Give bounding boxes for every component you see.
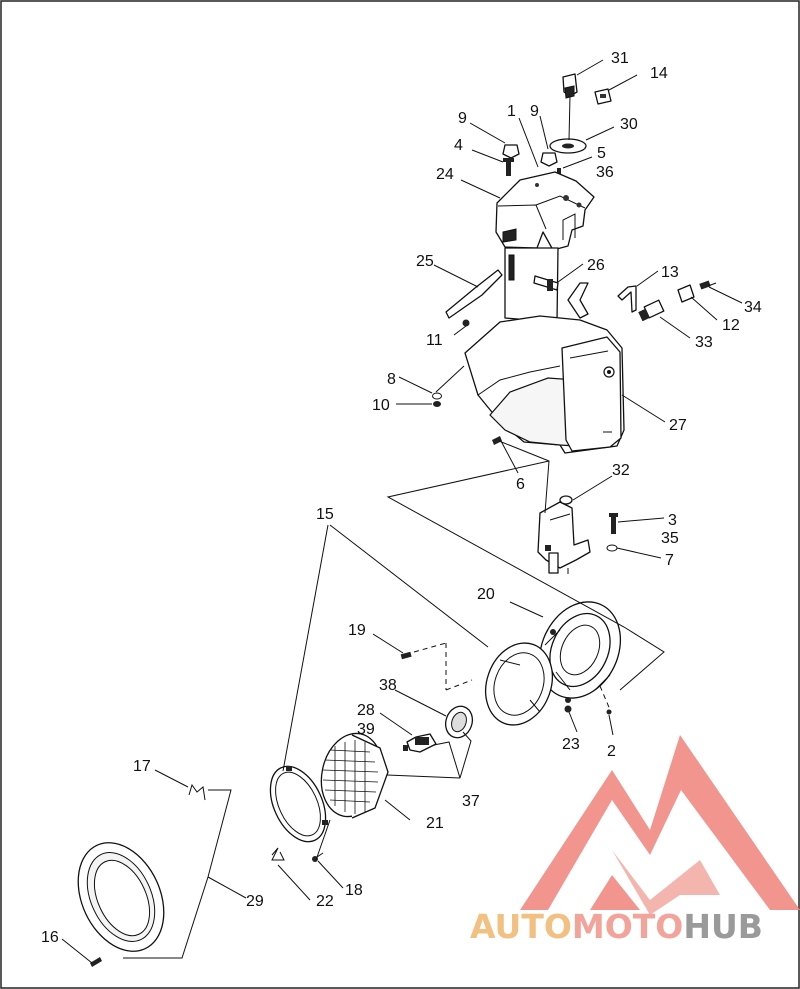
callout-33: 33	[695, 334, 713, 351]
bolt-3	[609, 513, 618, 534]
bulb-28-39	[403, 733, 437, 753]
callout-9-right: 9	[530, 103, 539, 120]
callout-2: 2	[607, 743, 616, 760]
callout-23: 23	[562, 736, 580, 753]
side-trim-right	[567, 282, 589, 319]
trim-strip-13	[617, 285, 637, 313]
washer-30	[549, 138, 587, 154]
callout-15: 15	[316, 506, 334, 523]
plate-12	[677, 284, 695, 303]
screw-4	[503, 158, 514, 176]
acorn-nut-9-left	[502, 144, 520, 159]
callout-38: 38	[379, 677, 397, 694]
callout-34: 34	[744, 299, 762, 316]
screw-19	[400, 651, 412, 660]
callout-8: 8	[387, 371, 396, 388]
upper-cover-24	[495, 171, 595, 251]
headlamp-housing-20	[538, 601, 622, 703]
callout-31: 31	[611, 50, 629, 67]
callout-16: 16	[41, 929, 59, 946]
callout-29: 29	[246, 893, 264, 910]
callout-14: 14	[650, 65, 668, 82]
callout-35: 35	[661, 530, 679, 547]
screw-2	[606, 709, 612, 715]
watermark-text: AUTOMOTOHUB	[470, 907, 763, 946]
washer-8-10	[432, 392, 442, 407]
callout-7: 7	[665, 552, 674, 569]
callout-3: 3	[668, 512, 677, 529]
callout-22: 22	[316, 893, 334, 910]
callout-20: 20	[477, 586, 495, 603]
callout-39: 39	[357, 721, 375, 738]
callout-12: 12	[722, 317, 740, 334]
callout-32: 32	[612, 462, 630, 479]
screw-16	[90, 957, 102, 967]
callout-labels: 31 14 1 9 9 30 4 5 36 24 25 26 13 34 12 …	[41, 50, 762, 946]
watermark-part-moto: MOTO	[572, 907, 683, 946]
callout-17: 17	[133, 758, 151, 775]
clip-17	[188, 783, 206, 801]
mounting-ring	[485, 642, 553, 726]
watermark-logo	[520, 735, 800, 915]
callout-13: 13	[661, 264, 679, 281]
retaining-ring	[269, 765, 328, 843]
callout-26: 26	[587, 257, 605, 274]
callout-28: 28	[357, 702, 375, 719]
fork-cover-body-27	[464, 315, 625, 454]
headlamp-bracket-32	[537, 495, 591, 574]
ignition-key-31	[562, 73, 578, 99]
acorn-nut-9-right	[540, 152, 558, 167]
callout-11: 11	[426, 332, 443, 349]
watermark-part-hub: HUB	[683, 907, 763, 946]
callout-25: 25	[416, 253, 434, 270]
callout-4: 4	[454, 137, 463, 154]
spring-22	[271, 847, 285, 861]
callout-30: 30	[620, 116, 638, 133]
watermark-part-auto: AUTO	[470, 907, 572, 946]
callout-1: 1	[507, 103, 516, 120]
callout-9-left: 9	[458, 110, 467, 127]
callout-21: 21	[426, 815, 444, 832]
callout-5: 5	[597, 145, 606, 162]
callout-27: 27	[669, 417, 687, 434]
callout-24: 24	[436, 166, 454, 183]
screw-23	[564, 705, 572, 713]
callout-36: 36	[596, 164, 614, 181]
cap-14	[594, 88, 612, 105]
switch-33	[638, 299, 665, 322]
socket-38	[444, 705, 474, 739]
callout-37: 37	[462, 793, 480, 810]
leader-lines	[61, 59, 743, 964]
screw-6	[492, 436, 502, 445]
washer-7	[606, 544, 618, 552]
screw-11	[462, 319, 470, 327]
mount-stem-26	[504, 247, 559, 323]
callout-6: 6	[516, 476, 525, 493]
screw-34	[699, 280, 717, 290]
callout-19: 19	[348, 622, 366, 639]
trim-ring-29	[77, 842, 165, 952]
trim-strip-25	[445, 269, 503, 319]
callout-10: 10	[372, 397, 390, 414]
callout-18: 18	[345, 882, 363, 899]
sealed-beam-21	[320, 732, 389, 819]
